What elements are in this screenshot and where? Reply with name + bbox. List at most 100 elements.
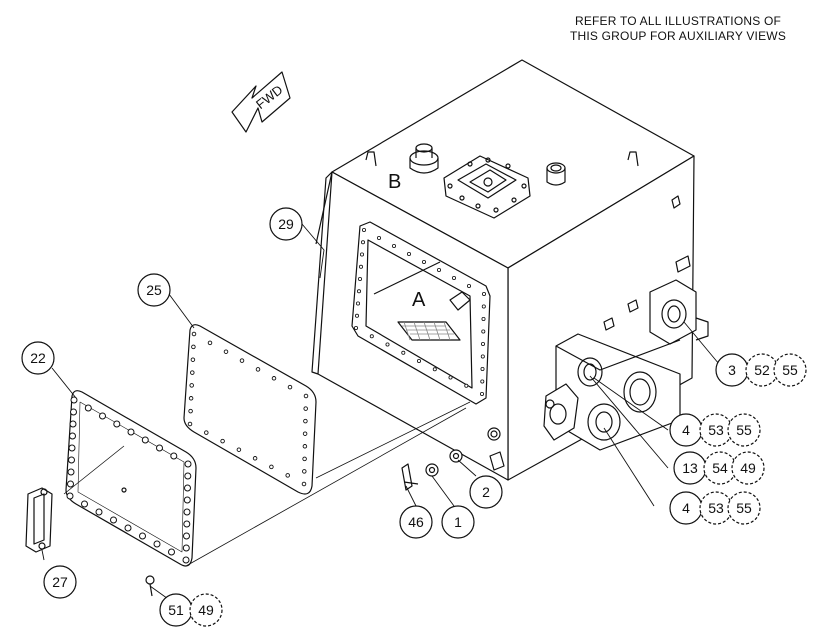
svg-text:1: 1 bbox=[454, 514, 462, 530]
callout-55-middle: 55 bbox=[727, 413, 761, 447]
callout-55-top: 55 bbox=[773, 353, 807, 387]
callout-25: 25 bbox=[137, 273, 171, 307]
cover-bolt bbox=[127, 428, 135, 436]
opening-bolt-hole bbox=[436, 267, 441, 272]
gasket-bolt-hole bbox=[302, 444, 308, 449]
cover-bolt bbox=[66, 492, 74, 500]
lifting-eyes bbox=[365, 151, 681, 209]
opening-bolt-hole bbox=[480, 354, 485, 359]
cover-bolt bbox=[182, 544, 190, 552]
gasket-bolt-hole bbox=[190, 370, 195, 375]
gasket-bolt-hole bbox=[187, 421, 193, 427]
drain-fitting bbox=[487, 427, 505, 471]
opening-bolt-hole bbox=[359, 252, 364, 257]
svg-text:49: 49 bbox=[198, 602, 214, 618]
cover-bolt bbox=[182, 556, 190, 564]
opening-bolt-hole bbox=[480, 379, 485, 384]
opening-bolt-hole bbox=[406, 251, 411, 256]
cover-bolt bbox=[113, 420, 121, 428]
opening-bolt-hole bbox=[479, 391, 484, 396]
callout-4-lower: 4 bbox=[669, 491, 703, 525]
cover-bolt bbox=[184, 460, 192, 468]
top-cover-plate bbox=[443, 155, 531, 219]
gasket-25 bbox=[183, 324, 317, 495]
cover-bolt bbox=[183, 508, 191, 516]
callout-52: 52 bbox=[745, 353, 779, 387]
svg-text:22: 22 bbox=[30, 350, 46, 366]
opening-bolt-hole bbox=[416, 358, 421, 363]
opening-bolt-hole bbox=[385, 342, 390, 347]
opening-bolt-hole bbox=[376, 235, 381, 240]
cover-bolt bbox=[68, 456, 75, 464]
svg-text:54: 54 bbox=[712, 460, 728, 476]
opening-bolt-hole bbox=[360, 240, 365, 245]
opening-bolt-hole bbox=[353, 325, 358, 330]
cover-bolt bbox=[141, 436, 149, 444]
svg-text:52: 52 bbox=[754, 362, 770, 378]
cover-bolt bbox=[70, 396, 78, 404]
callout-27: 27 bbox=[43, 565, 77, 599]
svg-text:4: 4 bbox=[682, 422, 690, 438]
gasket-bolt-hole bbox=[303, 418, 308, 424]
cover-bolt bbox=[184, 484, 191, 492]
breather-cap bbox=[409, 143, 439, 174]
gasket-bolt-hole bbox=[285, 473, 290, 478]
gasket-bolt-hole bbox=[303, 406, 308, 411]
fitting-1 bbox=[425, 463, 439, 477]
callout-3: 3 bbox=[715, 353, 749, 387]
opening-bolt-hole bbox=[451, 275, 456, 280]
opening-bolt-hole bbox=[466, 283, 471, 288]
cover-bolt bbox=[69, 420, 77, 428]
opening-bolt-hole bbox=[481, 291, 486, 296]
opening-bolt-hole bbox=[481, 304, 486, 309]
callout-49-right: 49 bbox=[731, 451, 765, 485]
cover-bolt bbox=[183, 520, 191, 528]
handle-27 bbox=[25, 487, 53, 553]
leader-lines bbox=[41, 223, 725, 607]
gasket-bolt-hole bbox=[302, 431, 308, 436]
callout-54: 54 bbox=[703, 451, 737, 485]
gasket-bolt-hole bbox=[303, 393, 309, 399]
gasket-bolt-hole bbox=[269, 464, 274, 470]
callout-49-bottom: 49 bbox=[189, 593, 223, 627]
opening-bolt-hole bbox=[421, 259, 426, 264]
gasket-bolt-hole bbox=[252, 456, 258, 461]
gasket-bolt-hole bbox=[271, 376, 277, 381]
opening-bolt-hole bbox=[369, 334, 374, 339]
gasket-bolt-hole bbox=[239, 358, 245, 363]
svg-text:3: 3 bbox=[728, 362, 736, 378]
callout-55-bottom: 55 bbox=[727, 491, 761, 525]
cover-bolt bbox=[124, 524, 132, 532]
cover-bolt bbox=[99, 412, 106, 420]
cover-bolt bbox=[95, 508, 103, 516]
cover-bolt bbox=[67, 468, 75, 476]
cover-bolt bbox=[183, 496, 191, 504]
opening-bolt-hole bbox=[464, 383, 469, 388]
callout-53-upper: 53 bbox=[699, 413, 733, 447]
cover-bolt bbox=[184, 472, 192, 480]
opening-bolt-hole bbox=[356, 289, 361, 294]
svg-text:46: 46 bbox=[408, 514, 424, 530]
opening-bolt-hole bbox=[481, 329, 486, 334]
callout-13: 13 bbox=[673, 451, 707, 485]
svg-text:2: 2 bbox=[482, 484, 490, 500]
cover-bolt bbox=[84, 404, 92, 412]
callout-22: 22 bbox=[21, 341, 55, 375]
svg-text:53: 53 bbox=[708, 500, 724, 516]
gasket-bolt-hole bbox=[236, 447, 242, 452]
svg-text:29: 29 bbox=[278, 216, 294, 232]
svg-text:55: 55 bbox=[736, 500, 752, 516]
cover-bolt bbox=[183, 532, 190, 540]
cover-bolt bbox=[170, 452, 178, 460]
fitting-2 bbox=[449, 449, 463, 463]
cover-bolt bbox=[68, 444, 76, 452]
gasket-bolt-hole bbox=[255, 367, 261, 372]
cover-bolt bbox=[110, 516, 117, 524]
gasket-bolt-hole bbox=[301, 481, 307, 487]
opening-bolt-hole bbox=[480, 341, 485, 346]
opening-bolt-hole bbox=[401, 350, 406, 355]
gasket-bolt-hole bbox=[287, 384, 293, 390]
opening-bolt-hole bbox=[358, 264, 363, 269]
gasket-bolt-holes bbox=[187, 331, 309, 487]
